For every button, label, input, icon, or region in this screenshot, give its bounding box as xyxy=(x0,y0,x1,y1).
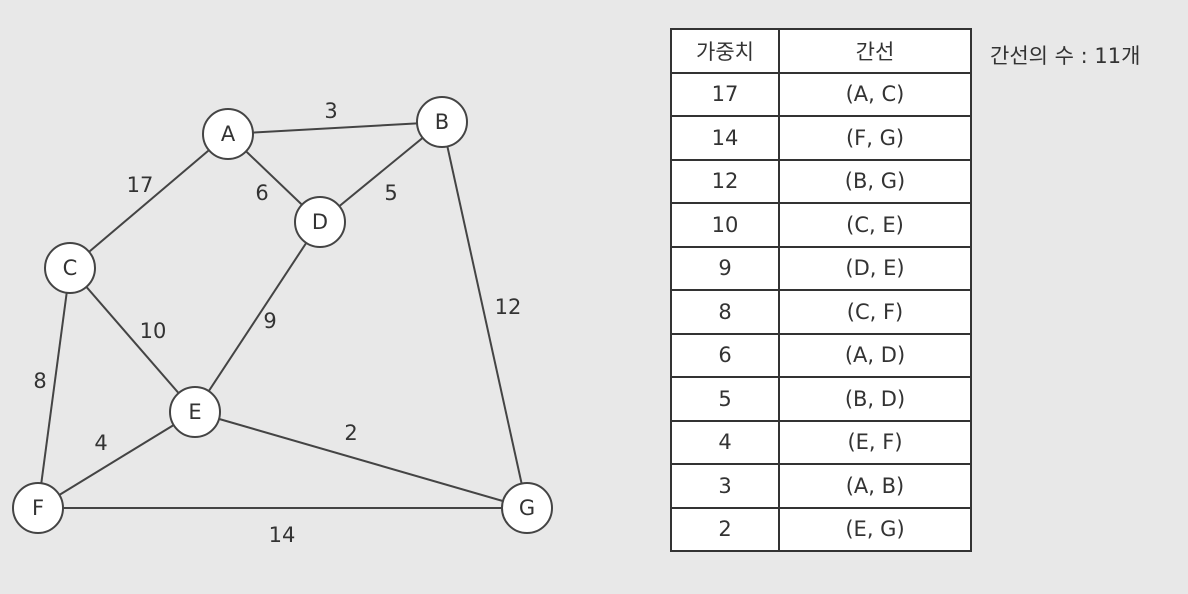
weight-cell: 17 xyxy=(670,71,780,117)
weight-cell: 6 xyxy=(670,332,780,378)
table-row: 5(B, D) xyxy=(670,376,972,422)
node-circle xyxy=(44,242,96,294)
edge-cell: (C, F) xyxy=(778,289,972,335)
graph-edge-weights: 3 17 6 5 12 10 8 9 4 2 14 xyxy=(33,99,521,547)
table-row: 10(C, E) xyxy=(670,202,972,248)
edge-cell: (F, G) xyxy=(778,115,972,161)
node-circle xyxy=(501,482,553,534)
edge-weight-label: 2 xyxy=(344,421,357,445)
table-row: 4(E, F) xyxy=(670,419,972,465)
edge-cell: (A, C) xyxy=(778,71,972,117)
edge-column-header: 간선 xyxy=(778,28,972,74)
node-g: G xyxy=(501,482,553,534)
edge-cell: (E, G) xyxy=(778,506,972,552)
weight-cell: 9 xyxy=(670,245,780,291)
edge-b-g xyxy=(441,121,528,509)
weight-column-header: 가중치 xyxy=(670,28,780,74)
node-circle xyxy=(169,386,221,438)
table-row: 12(B, G) xyxy=(670,158,972,204)
node-label: D xyxy=(312,210,328,234)
table-row: 17(A, C) xyxy=(670,71,972,117)
graph-edges xyxy=(37,121,528,509)
node-circle xyxy=(12,482,64,534)
table-row: 2(E, G) xyxy=(670,506,972,552)
node-circle xyxy=(294,196,346,248)
edge-cell: (A, D) xyxy=(778,332,972,378)
edge-c-f xyxy=(37,267,71,509)
table-header-row: 가중치 간선 xyxy=(670,28,972,74)
edge-a-c xyxy=(69,133,229,269)
node-f: F xyxy=(12,482,64,534)
table-row: 14(F, G) xyxy=(670,115,972,161)
weight-cell: 3 xyxy=(670,463,780,509)
weight-cell: 12 xyxy=(670,158,780,204)
node-label: C xyxy=(63,256,78,280)
edge-cell: (E, F) xyxy=(778,419,972,465)
table-row: 8(C, F) xyxy=(670,289,972,335)
node-label: B xyxy=(435,110,449,134)
edge-cell: (A, B) xyxy=(778,463,972,509)
node-label: F xyxy=(32,496,44,520)
edge-weight-label: 4 xyxy=(94,431,107,455)
node-label: G xyxy=(519,496,535,520)
edge-weight-label: 6 xyxy=(255,181,268,205)
node-circle xyxy=(416,96,468,148)
edge-a-b xyxy=(227,121,443,135)
node-d: D xyxy=(294,196,346,248)
edge-weight-label: 12 xyxy=(495,295,522,319)
edge-weight-label: 17 xyxy=(127,173,154,197)
node-label: A xyxy=(221,122,236,146)
edge-weight-label: 14 xyxy=(269,523,296,547)
node-c: C xyxy=(44,242,96,294)
edge-cell: (D, E) xyxy=(778,245,972,291)
node-a: A xyxy=(202,108,254,160)
edge-e-g xyxy=(194,411,528,509)
table-row: 9(D, E) xyxy=(670,245,972,291)
edge-cell: (B, D) xyxy=(778,376,972,422)
weighted-graph: 3 17 6 5 12 10 8 9 4 2 14 A B C D E F G xyxy=(12,96,553,547)
edge-cell: (B, G) xyxy=(778,158,972,204)
edge-cell: (C, E) xyxy=(778,202,972,248)
edge-b-d xyxy=(319,121,443,223)
weight-cell: 10 xyxy=(670,202,780,248)
edge-weight-table: 가중치 간선 17(A, C)14(F, G)12(B, G)10(C, E)9… xyxy=(670,28,972,552)
weight-cell: 4 xyxy=(670,419,780,465)
edge-count-label: 간선의 수 : 11개 xyxy=(990,44,1141,68)
edge-weight-label: 3 xyxy=(324,99,337,123)
edge-e-f xyxy=(37,411,196,509)
graph-nodes: A B C D E F G xyxy=(12,96,553,534)
edge-c-e xyxy=(69,267,196,413)
node-b: B xyxy=(416,96,468,148)
node-circle xyxy=(202,108,254,160)
edge-weight-label: 9 xyxy=(263,309,276,333)
edge-weight-label: 8 xyxy=(33,369,46,393)
table-row: 6(A, D) xyxy=(670,332,972,378)
node-e: E xyxy=(169,386,221,438)
edge-weight-label: 10 xyxy=(140,319,167,343)
weight-cell: 8 xyxy=(670,289,780,335)
weight-cell: 5 xyxy=(670,376,780,422)
weight-cell: 14 xyxy=(670,115,780,161)
table-row: 3(A, B) xyxy=(670,463,972,509)
weight-cell: 2 xyxy=(670,506,780,552)
edge-weight-label: 5 xyxy=(384,181,397,205)
node-label: E xyxy=(188,400,201,424)
edge-d-e xyxy=(194,221,321,413)
table-body: 17(A, C)14(F, G)12(B, G)10(C, E)9(D, E)8… xyxy=(670,71,972,552)
